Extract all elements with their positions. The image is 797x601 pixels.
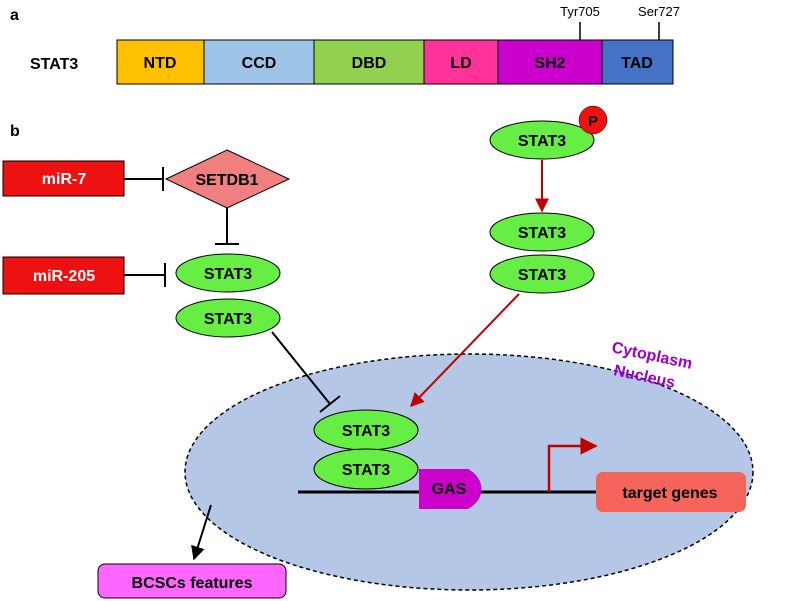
mir205-box <box>2 256 125 295</box>
stat3-left-top <box>175 253 281 293</box>
site-ser727-label: Ser727 <box>638 4 680 19</box>
left-dimer-inhibit-bar <box>319 395 341 413</box>
domain-ntd <box>116 39 205 85</box>
domain-ccd-label: CCD <box>242 55 277 72</box>
left-dimer-inhibit-line <box>271 331 331 405</box>
phospho-circle <box>578 105 608 135</box>
target-genes-box <box>596 472 746 512</box>
bcsc-features-box <box>97 563 287 599</box>
domain-ccd <box>203 39 315 85</box>
stat3-dimer-bottom <box>489 254 595 294</box>
setdb1-label: SETDB1 <box>195 172 258 189</box>
stat3-nuclear-bottom-label: STAT3 <box>342 462 390 479</box>
stat3-left-top-label: STAT3 <box>204 266 252 283</box>
stat3-phospho <box>489 120 595 160</box>
stat3-nuclear-bottom <box>313 448 419 490</box>
stat3-nuclear-top-label: STAT3 <box>342 423 390 440</box>
mir205-label: miR-205 <box>33 268 95 285</box>
domain-dbd-label: DBD <box>352 55 387 72</box>
target-genes-label: target genes <box>622 485 717 502</box>
stat3-left-bottom-label: STAT3 <box>204 311 252 328</box>
stat3-phospho-label: STAT3 <box>518 133 566 150</box>
mir7-label: miR-7 <box>42 171 87 188</box>
domain-dbd <box>313 39 425 85</box>
gas-label: GAS <box>432 481 467 498</box>
stat3-dimer-top <box>489 212 595 252</box>
domain-tad <box>601 39 674 85</box>
nucleus-to-bcsc-arrow <box>191 504 212 561</box>
domain-tad-label: TAD <box>621 55 653 72</box>
domain-sh2-label: SH2 <box>534 55 565 72</box>
stat3-dimer-top-label: STAT3 <box>518 225 566 242</box>
gas-element <box>419 469 482 509</box>
panel-a-label: a <box>10 7 19 24</box>
domain-ld-label: LD <box>450 55 471 72</box>
domain-bar: NTD CCD DBD LD SH2 TAD <box>116 39 674 85</box>
transcription-arrow <box>547 437 598 492</box>
phospho-label: P <box>588 113 598 130</box>
mir7-box <box>2 160 125 197</box>
stat3-left-bottom <box>175 298 281 338</box>
domain-sh2 <box>497 39 603 85</box>
bcsc-features-label: BCSCs features <box>132 575 253 592</box>
site-tyr705-label: Tyr705 <box>560 4 600 19</box>
stat3-dimer-bottom-label: STAT3 <box>518 267 566 284</box>
stat3-protein-label: STAT3 <box>30 56 78 73</box>
domain-ntd-label: NTD <box>144 55 177 72</box>
dimer-to-nucleus-arrow <box>410 293 520 408</box>
panel-b-label: b <box>10 123 20 140</box>
